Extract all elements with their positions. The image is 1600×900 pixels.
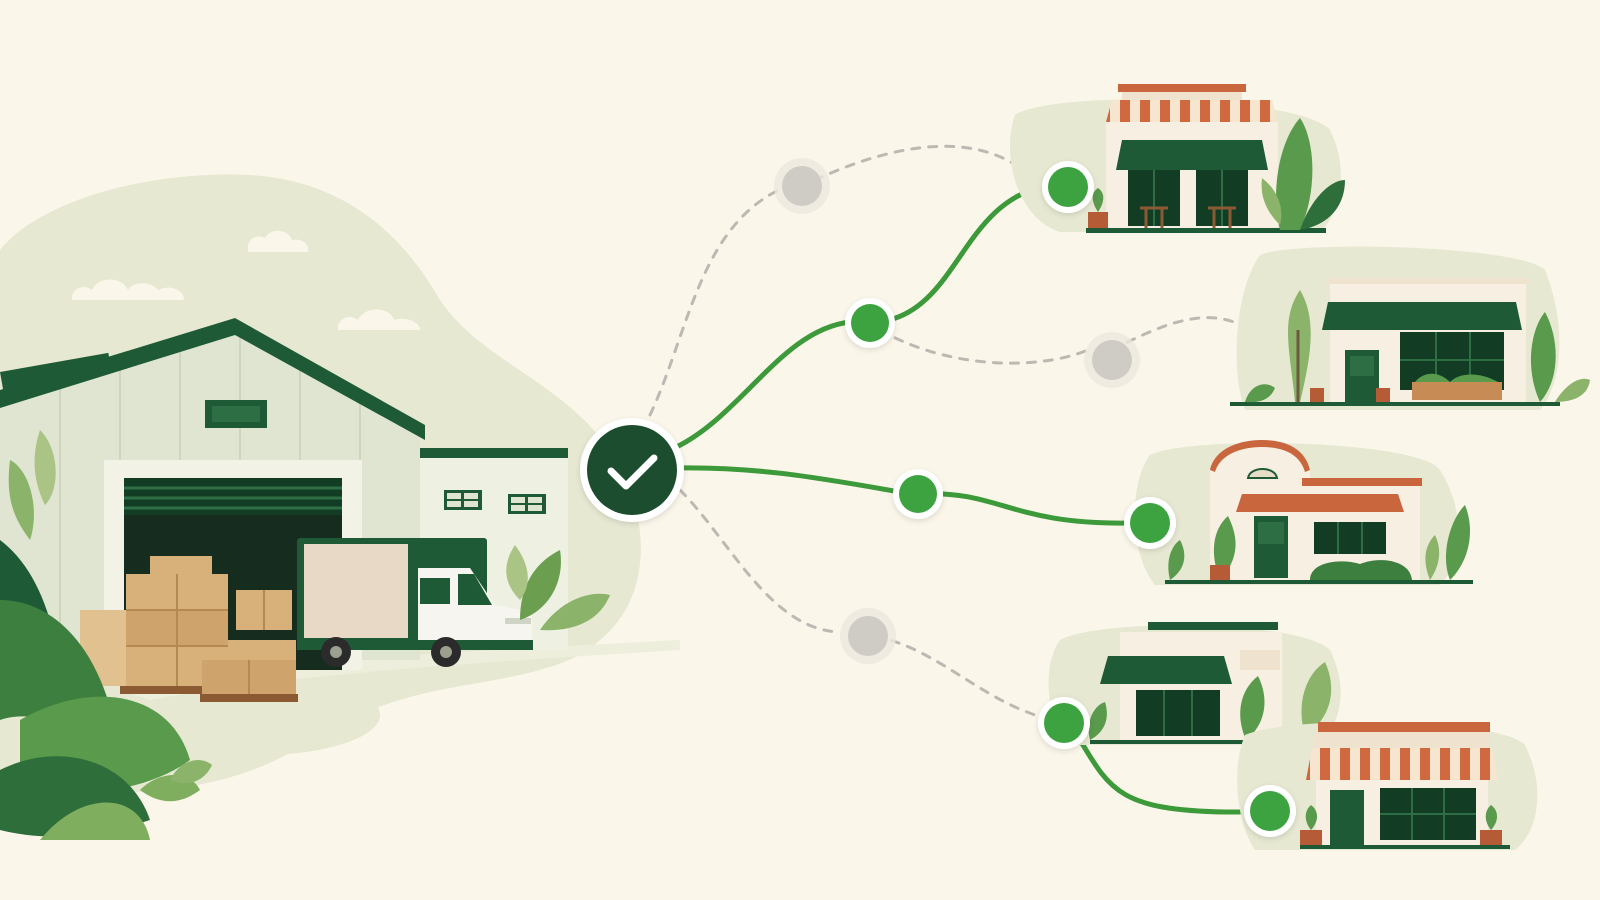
warehouse-scene xyxy=(0,174,680,840)
store-5-shop-icon xyxy=(1237,722,1538,850)
route-hub-to-waypoint-middle xyxy=(669,465,903,495)
route-waypoint-upper-to-store-1 xyxy=(877,182,1053,325)
cloud-icon xyxy=(338,309,420,330)
store-2-shop-icon xyxy=(1230,246,1590,410)
active-nodes xyxy=(845,161,1296,837)
store-5-endpoint-node[interactable] xyxy=(1244,785,1296,837)
route-store-4-to-store-5 xyxy=(1077,737,1271,815)
store-3-endpoint-node[interactable] xyxy=(1124,497,1176,549)
store-4-endpoint-node[interactable] xyxy=(1038,697,1090,749)
route-waypoint-lower-to-store-4 xyxy=(873,634,1047,720)
active-routes xyxy=(667,182,1271,815)
delivery-truck-icon xyxy=(297,538,533,667)
foreground-plants xyxy=(0,430,610,840)
store-3-shop-icon xyxy=(1134,440,1473,585)
clouds xyxy=(72,230,420,330)
inactive-nodes xyxy=(774,158,1140,664)
route-waypoint-upper-to-store-2 xyxy=(878,328,1090,365)
inactive-routes xyxy=(648,144,1264,720)
route-hub-to-waypoint-upper xyxy=(667,319,853,453)
hub-node[interactable] xyxy=(580,418,684,522)
cloud-icon xyxy=(248,230,309,252)
route-waypoint-top-to-store-1 xyxy=(813,144,1042,187)
check-icon xyxy=(607,454,658,490)
waypoint-upper-node[interactable] xyxy=(845,298,895,348)
cloud-icon xyxy=(72,279,184,300)
store-1-endpoint-node[interactable] xyxy=(1042,161,1094,213)
store-4-shop-icon xyxy=(1048,622,1341,745)
waypoint-lower-node xyxy=(840,608,896,664)
cardboard-boxes xyxy=(80,556,298,702)
route-waypoint-middle-to-store-3 xyxy=(917,491,1133,526)
store-1-cafe-icon xyxy=(1010,84,1345,233)
route-hub-to-waypoint-top xyxy=(648,183,792,417)
road xyxy=(120,640,680,700)
store-2-junction-node xyxy=(1084,332,1140,388)
waypoint-middle-node[interactable] xyxy=(893,469,943,519)
waypoint-top-node xyxy=(774,158,830,214)
route-hub-to-waypoint-lower xyxy=(678,488,842,634)
